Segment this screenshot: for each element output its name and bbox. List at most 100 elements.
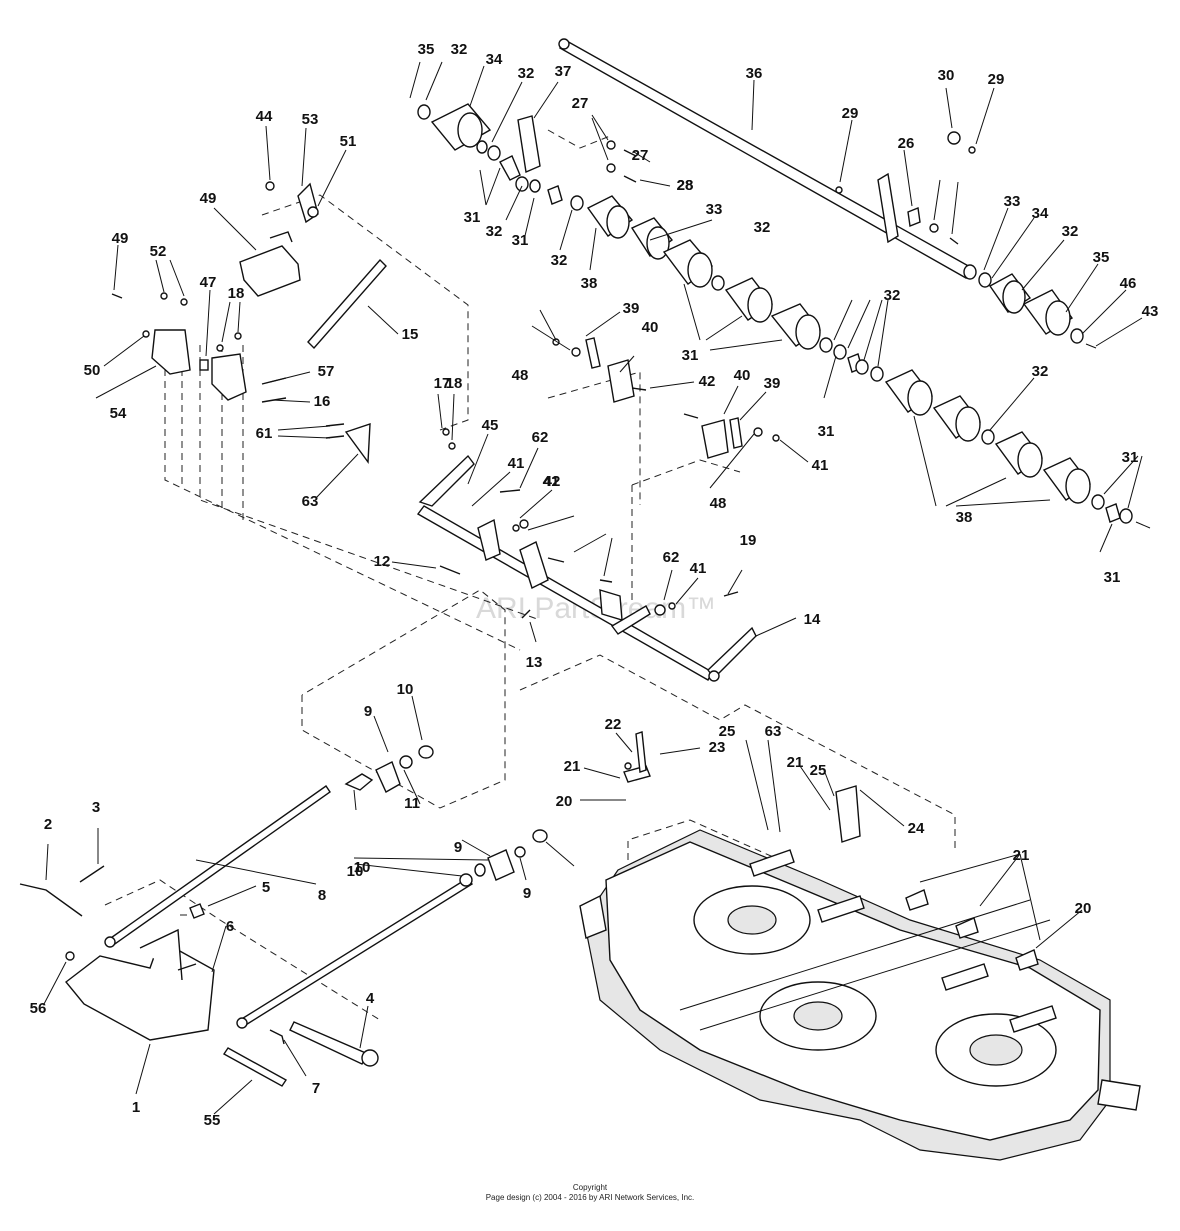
callout-40: 40 xyxy=(734,367,751,384)
callout-9: 9 xyxy=(454,839,462,856)
callout-37: 37 xyxy=(555,63,572,80)
callout-11: 11 xyxy=(404,795,420,812)
callout-38: 38 xyxy=(581,275,598,292)
callout-29: 29 xyxy=(842,105,859,122)
copyright-line: Copyright xyxy=(572,1183,608,1192)
callout-63: 63 xyxy=(302,493,319,510)
callout-41: 41 xyxy=(812,457,829,474)
left-assembly xyxy=(111,181,387,464)
callout-34: 34 xyxy=(486,51,503,68)
callout-46: 46 xyxy=(1120,275,1137,292)
callout-8: 8 xyxy=(318,887,326,904)
callout-31: 31 xyxy=(512,232,529,249)
callout-28: 28 xyxy=(677,177,694,194)
callout-39: 39 xyxy=(764,375,781,392)
callout-13: 13 xyxy=(526,654,543,671)
callout-26: 26 xyxy=(898,135,915,152)
callout-32: 32 xyxy=(486,223,503,240)
callout-9: 9 xyxy=(523,885,531,902)
callout-31: 31 xyxy=(464,209,481,226)
callout-54: 54 xyxy=(110,405,127,422)
callout-9: 9 xyxy=(364,703,372,720)
callout-17: 17 xyxy=(434,375,451,392)
callout-23: 23 xyxy=(709,739,726,756)
callout-62: 62 xyxy=(663,549,680,566)
lift-links xyxy=(19,745,548,1087)
callout-40: 40 xyxy=(642,319,659,336)
callout-18: 18 xyxy=(228,285,245,302)
rollers xyxy=(417,103,1151,529)
callout-57: 57 xyxy=(318,363,335,380)
callout-50: 50 xyxy=(84,362,101,379)
callout-32: 32 xyxy=(451,41,468,58)
callout-12: 12 xyxy=(374,553,391,570)
callout-63: 63 xyxy=(765,723,782,740)
brackets xyxy=(517,115,976,245)
callout-20: 20 xyxy=(556,793,573,810)
callout-31: 31 xyxy=(1122,449,1139,466)
callout-25: 25 xyxy=(719,723,736,740)
roller-shaft xyxy=(558,38,973,279)
callout-27: 27 xyxy=(632,147,649,164)
callout-29: 29 xyxy=(988,71,1005,88)
callout-49: 49 xyxy=(200,190,217,207)
callout-34: 34 xyxy=(1032,205,1049,222)
callout-24: 24 xyxy=(908,820,925,837)
callout-6: 6 xyxy=(226,918,234,935)
callout-44: 44 xyxy=(256,108,273,125)
mower-deck xyxy=(579,731,1141,1161)
callout-31: 31 xyxy=(1104,569,1121,586)
callout-35: 35 xyxy=(1093,249,1110,266)
callout-32: 32 xyxy=(754,219,771,236)
callout-51: 51 xyxy=(340,133,357,150)
callout-25: 25 xyxy=(810,762,827,779)
callout-10: 10 xyxy=(397,681,414,698)
callout-61: 61 xyxy=(256,425,273,442)
callout-47: 47 xyxy=(200,274,217,291)
callout-33: 33 xyxy=(1004,193,1021,210)
callout-53: 53 xyxy=(302,111,319,128)
callout-42: 42 xyxy=(699,373,716,390)
callout-33: 33 xyxy=(706,201,723,218)
callout-32: 32 xyxy=(1062,223,1079,240)
callout-30: 30 xyxy=(938,67,955,84)
callout-38: 38 xyxy=(956,509,973,526)
lift-shaft xyxy=(416,428,757,682)
callout-48: 48 xyxy=(512,367,529,384)
callout-39: 39 xyxy=(623,300,640,317)
callout-31: 31 xyxy=(818,423,835,440)
leader-lines xyxy=(43,61,1143,1115)
callout-62: 62 xyxy=(532,429,549,446)
callout-16: 16 xyxy=(314,393,331,410)
callout-3: 3 xyxy=(92,799,100,816)
callout-27: 27 xyxy=(572,95,589,112)
callout-2: 2 xyxy=(44,816,52,833)
callout-21: 21 xyxy=(1013,847,1030,864)
callout-41: 41 xyxy=(543,473,560,490)
callout-14: 14 xyxy=(804,611,821,628)
callout-41: 41 xyxy=(690,560,707,577)
callout-1: 1 xyxy=(132,1099,140,1116)
callout-36: 36 xyxy=(746,65,763,82)
adjust-brackets xyxy=(552,337,780,459)
callout-41: 41 xyxy=(508,455,525,472)
callout-18: 18 xyxy=(446,375,463,392)
callout-7: 7 xyxy=(312,1080,320,1097)
callout-42: 42 xyxy=(544,473,561,490)
callout-35: 35 xyxy=(418,41,435,58)
callout-55: 55 xyxy=(204,1112,221,1129)
callout-4: 4 xyxy=(366,990,375,1007)
callout-43: 43 xyxy=(1142,303,1159,320)
callout-32: 32 xyxy=(884,287,901,304)
callout-15: 15 xyxy=(402,326,419,343)
callout-31: 31 xyxy=(682,347,699,364)
page-design-credit: Page design (c) 2004 - 2016 by ARI Netwo… xyxy=(485,1193,695,1202)
callout-49: 49 xyxy=(112,230,129,247)
callout-32: 32 xyxy=(1032,363,1049,380)
callout-32: 32 xyxy=(551,252,568,269)
callout-19: 19 xyxy=(740,532,757,549)
callout-48: 48 xyxy=(710,495,727,512)
callout-20: 20 xyxy=(1075,900,1092,917)
